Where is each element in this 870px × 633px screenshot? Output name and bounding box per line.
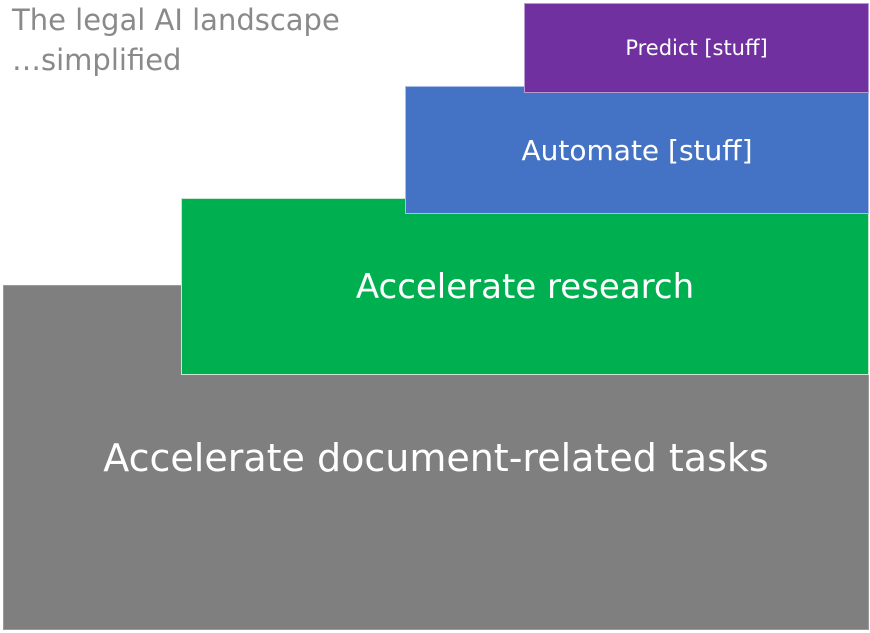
- diagram-title: The legal AI landscape …simplified: [12, 0, 340, 80]
- title-line-1: The legal AI landscape: [12, 3, 340, 37]
- step-research: Accelerate research: [181, 198, 869, 375]
- step-research-label: Accelerate research: [355, 266, 695, 307]
- title-line-2: …simplified: [12, 43, 182, 77]
- step-predict-label: Predict [stuff]: [625, 36, 768, 60]
- step-automate-label: Automate [stuff]: [521, 133, 753, 167]
- step-document-tasks-label: Accelerate document-related tasks: [103, 435, 769, 480]
- step-automate: Automate [stuff]: [405, 86, 869, 214]
- step-predict: Predict [stuff]: [524, 3, 869, 93]
